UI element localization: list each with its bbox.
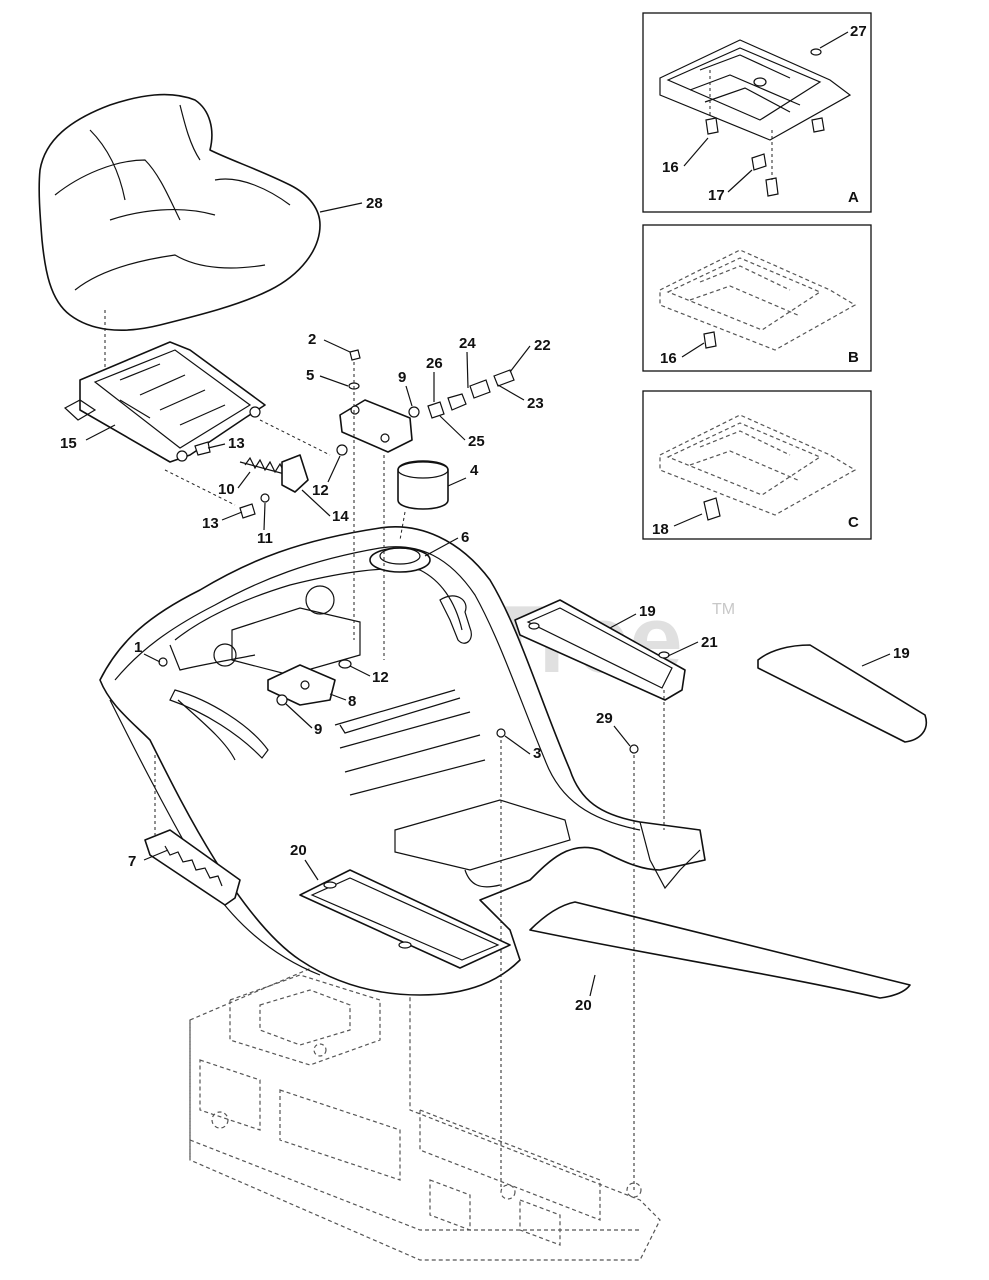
callout-9-bottom: 9 <box>314 721 322 738</box>
callout-9-top: 9 <box>398 369 406 386</box>
tractor-frame <box>189 959 661 1261</box>
callout-2: 2 <box>308 331 316 348</box>
callout-24: 24 <box>459 335 476 352</box>
callout-6: 6 <box>461 529 469 546</box>
fender-pad-right-mounted <box>514 599 686 830</box>
fender-pad-left <box>299 869 511 969</box>
callout-7: 7 <box>128 853 136 870</box>
callout-13-bottom: 13 <box>202 515 219 532</box>
side-clip <box>144 755 241 906</box>
callout-23: 23 <box>527 395 544 412</box>
callout-18: 18 <box>652 521 669 538</box>
callout-20-loose: 20 <box>575 997 592 1014</box>
inset-a: A 27 16 17 <box>642 12 872 213</box>
inset-c-letter: C <box>848 514 859 531</box>
inset-b: B 16 <box>642 224 872 372</box>
callout-25: 25 <box>468 433 485 450</box>
callout-29: 29 <box>596 710 613 727</box>
seat-pan <box>63 341 331 506</box>
callout-16-b: 16 <box>660 350 677 367</box>
fender-pad-loose <box>757 644 927 743</box>
callout-12-top: 12 <box>312 482 329 499</box>
callout-22: 22 <box>534 337 551 354</box>
callout-19-mounted: 19 <box>639 603 656 620</box>
callout-8: 8 <box>348 693 356 710</box>
foot-pad-right <box>529 901 911 999</box>
callout-26: 26 <box>426 355 443 372</box>
callout-12-bottom: 12 <box>372 669 389 686</box>
callout-14: 14 <box>332 508 349 525</box>
callout-28: 28 <box>366 195 383 212</box>
callout-19-loose: 19 <box>893 645 910 662</box>
callout-3: 3 <box>533 745 541 762</box>
callout-1: 1 <box>134 639 142 656</box>
callout-5: 5 <box>306 367 314 384</box>
callout-4: 4 <box>470 462 479 479</box>
callout-20-fender: 20 <box>290 842 307 859</box>
callout-13-top: 13 <box>228 435 245 452</box>
callout-27: 27 <box>850 23 867 40</box>
callout-10: 10 <box>218 481 235 498</box>
callout-16-a: 16 <box>662 159 679 176</box>
inset-c: C 18 <box>642 390 872 540</box>
callout-11: 11 <box>257 530 273 547</box>
bolt-29 <box>629 744 639 754</box>
callouts: 28 2 5 9 26 24 22 23 25 4 6 15 13 10 12 … <box>60 195 910 1014</box>
inset-a-letter: A <box>848 189 859 206</box>
callout-15: 15 <box>60 435 77 452</box>
watermark-trademark: TM <box>712 601 735 618</box>
callout-21: 21 <box>701 634 718 651</box>
seat <box>38 93 321 370</box>
inset-b-letter: B <box>848 349 859 366</box>
callout-17: 17 <box>708 187 725 204</box>
seat-bracket-assembly <box>158 349 515 1190</box>
